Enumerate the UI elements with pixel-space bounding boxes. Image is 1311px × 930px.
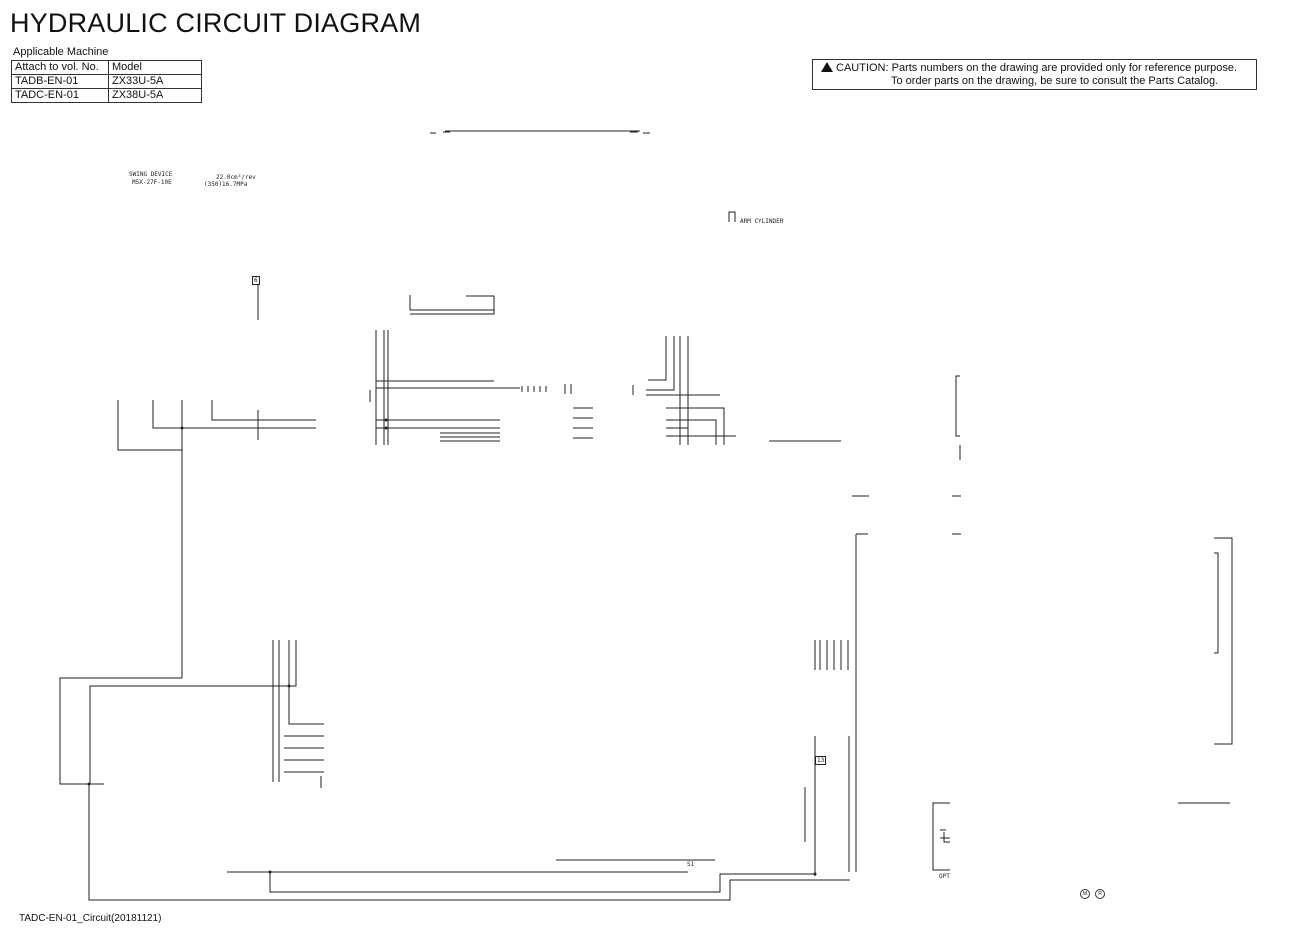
option-label: OPT [939, 873, 950, 880]
port-tag: 6 [252, 276, 260, 285]
table-cell-model: ZX38U-5A [108, 88, 202, 103]
warning-icon [821, 62, 833, 72]
caution-line-2: To order parts on the drawing, be sure t… [891, 75, 1219, 87]
table-row: TADB-EN-01 ZX33U-5A [11, 74, 202, 89]
swing-displacement: 22.0cm³/rev [216, 174, 256, 181]
caution-box: CAUTION: Parts numbers on the drawing ar… [812, 59, 1257, 90]
swing-pressure: (350)16.7MPa [204, 181, 248, 188]
legend-mark: M [1080, 889, 1090, 899]
legend-mark: R [1095, 889, 1105, 899]
caution-label: CAUTION: [836, 62, 889, 74]
applicable-machine-heading: Applicable Machine [13, 46, 109, 58]
table-row: TADC-EN-01 ZX38U-5A [11, 88, 202, 103]
swing-device-label: SWING DEVICE [129, 171, 173, 178]
port-tag: S1 [687, 861, 695, 868]
table-cell-model: ZX33U-5A [108, 74, 202, 89]
table-cell-volume: TADC-EN-01 [11, 88, 109, 103]
swing-device-model: M5X-27F-10E [132, 179, 172, 186]
caution-line-1: Parts numbers on the drawing are provide… [891, 62, 1238, 74]
page-title: HYDRAULIC CIRCUIT DIAGRAM [10, 8, 422, 38]
document-footer-id: TADC-EN-01_Circuit(20181121) [19, 913, 162, 924]
applicable-machine-table: Attach to vol. No. Model TADB-EN-01 ZX33… [11, 60, 202, 103]
port-tag: 13 [815, 756, 827, 765]
arm-cylinder-label: ARM CYLINDER [740, 218, 784, 225]
